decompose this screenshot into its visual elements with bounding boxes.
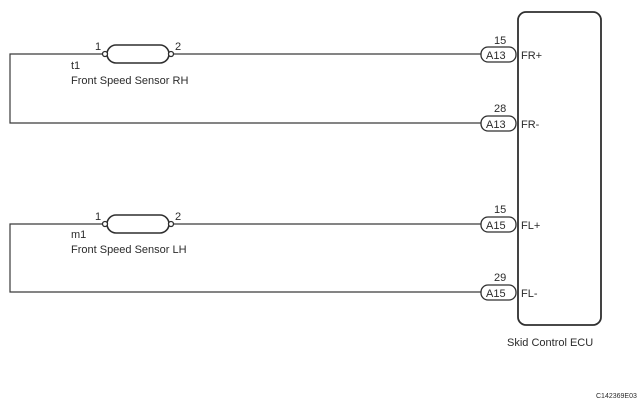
ecu-signal-name: FL+ bbox=[521, 220, 540, 232]
ecu-terminal-fl-plus: A15 15 FL+ bbox=[480, 204, 540, 233]
ecu-pin-number: 29 bbox=[494, 272, 506, 284]
ecu-name-label: Skid Control ECU bbox=[507, 337, 593, 349]
wire-rh-fr-minus bbox=[9, 53, 481, 124]
sensor-lh-pin2-terminal bbox=[167, 220, 175, 228]
sensor-rh-name: Front Speed Sensor RH bbox=[71, 75, 188, 87]
skid-control-ecu-box bbox=[517, 11, 602, 326]
connector-id: A13 bbox=[486, 119, 506, 131]
connector-pill bbox=[480, 284, 517, 301]
connector-pill bbox=[480, 115, 517, 132]
ecu-terminal-fr-minus: A13 28 FR- bbox=[480, 103, 540, 132]
sensor-lh-name: Front Speed Sensor LH bbox=[71, 244, 187, 256]
sensor-rh-code: t1 bbox=[71, 60, 80, 72]
sensor-lh-body bbox=[106, 214, 170, 234]
ecu-signal-name: FR+ bbox=[521, 50, 542, 62]
sensor-lh-circuit: 1 2 m1 Front Speed Sensor LH bbox=[9, 211, 481, 293]
sensor-rh-pin1-label: 1 bbox=[95, 41, 101, 53]
ecu-signal-name: FL- bbox=[521, 288, 538, 300]
sensor-rh-body bbox=[106, 44, 170, 64]
sensor-rh-pin1-terminal bbox=[101, 50, 109, 58]
connector-pill bbox=[480, 46, 517, 63]
sensor-rh-pin2-label: 2 bbox=[175, 41, 181, 53]
ecu-pin-number: 28 bbox=[494, 103, 506, 115]
sensor-lh-pin2-label: 2 bbox=[175, 211, 181, 223]
ecu-terminal-fl-minus: A15 29 FL- bbox=[480, 272, 538, 301]
connector-pill bbox=[480, 216, 517, 233]
figure-code: C142369E03 bbox=[596, 393, 637, 400]
sensor-lh-code: m1 bbox=[71, 229, 86, 241]
ecu-pin-number: 15 bbox=[494, 204, 506, 216]
ecu-signal-name: FR- bbox=[521, 119, 540, 131]
connector-id: A15 bbox=[486, 288, 506, 300]
sensor-lh-pin1-terminal bbox=[101, 220, 109, 228]
ecu-pin-number: 15 bbox=[494, 35, 506, 47]
sensor-rh-circuit: 1 2 t1 Front Speed Sensor RH bbox=[9, 41, 481, 124]
sensor-lh-pin1-label: 1 bbox=[95, 211, 101, 223]
sensor-rh-pin2-terminal bbox=[167, 50, 175, 58]
wire-lh-fl-minus bbox=[9, 223, 481, 293]
ecu-terminal-fr-plus: A13 15 FR+ bbox=[480, 35, 542, 63]
connector-id: A15 bbox=[486, 220, 506, 232]
connector-id: A13 bbox=[486, 50, 506, 62]
